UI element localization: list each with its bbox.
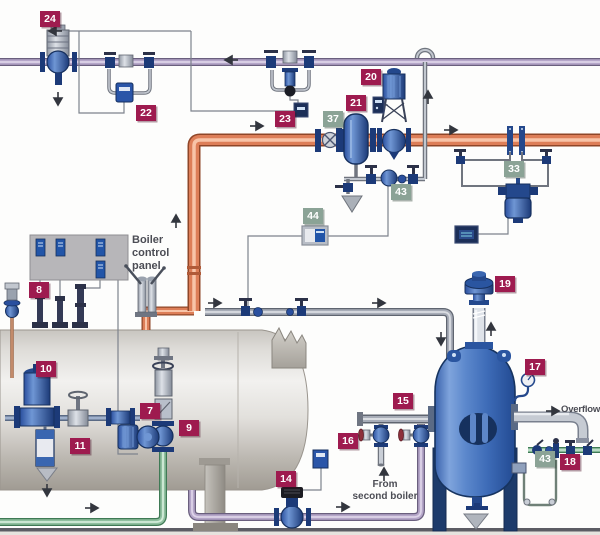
- badge-37: 37: [323, 111, 343, 127]
- boiler-control-panel: [29, 234, 129, 281]
- badge-15: 15: [393, 393, 413, 409]
- badge-19: 19: [495, 276, 515, 292]
- badge-43-cooling: 43: [535, 451, 555, 467]
- floor: [0, 528, 600, 535]
- flow-display: [454, 225, 479, 244]
- badge-7: 7: [140, 403, 160, 419]
- bypass-station-22: [104, 52, 155, 103]
- panel-label-line2: control: [132, 247, 170, 259]
- from-second-boiler-line1: From: [372, 479, 398, 490]
- badge-8: 8: [29, 282, 49, 298]
- blowdown-manifold: [357, 406, 439, 467]
- from-second-boiler-line2: second boiler: [352, 490, 418, 502]
- flow-arrows: [41, 25, 561, 514]
- badge-11: 11: [70, 438, 90, 454]
- badge-23: 23: [275, 111, 295, 127]
- feedwater-pipe: [0, 448, 167, 526]
- badge-33: 33: [504, 161, 524, 177]
- badge-9: 9: [179, 420, 199, 436]
- blowdown-line-valves: [239, 298, 308, 317]
- steam-pipe: [141, 133, 600, 330]
- badge-10: 10: [36, 361, 56, 377]
- flow-meter-33: [454, 126, 552, 223]
- separator-21: [336, 113, 376, 165]
- boiler-blowdown-line: [205, 308, 454, 412]
- tds-blowdown-valve-10: [5, 364, 140, 428]
- panel-controller-modules: [35, 238, 106, 279]
- safety-valve: [124, 264, 166, 317]
- control-valve-20: [372, 68, 411, 160]
- bottom-blowdown-valve-14: [274, 449, 329, 529]
- valve-station-24: [40, 24, 77, 85]
- badge-16: 16: [338, 433, 358, 449]
- pressure-gauge-17: [513, 372, 536, 402]
- blowdown-vessel: [434, 342, 516, 498]
- panel-label-line1: Boiler: [132, 234, 164, 246]
- badge-21: 21: [346, 95, 366, 111]
- vessel-drain: [462, 497, 490, 530]
- cooling-water-line: [511, 438, 600, 507]
- sample-cooler-11: [35, 426, 59, 482]
- badge-22: 22: [136, 105, 156, 121]
- feedwater-valve-group: [117, 347, 174, 452]
- overflow-pipe: [511, 404, 589, 443]
- steam-trap-set-43: [335, 165, 419, 213]
- gauge-sample-valve: [3, 282, 21, 378]
- flue-duct: [271, 326, 307, 369]
- badge-20: 20: [361, 69, 381, 85]
- boiler-support-pedestal: [193, 458, 238, 531]
- display-unit-44: [301, 225, 329, 246]
- badge-44: 44: [303, 208, 323, 224]
- check-valve-37: [315, 129, 345, 152]
- badge-43-trap: 43: [391, 184, 411, 200]
- badge-24: 24: [40, 11, 60, 27]
- bypass-station-23: [264, 50, 316, 118]
- panel-label-line3: panel: [132, 260, 161, 272]
- vent-head-19: [464, 271, 494, 305]
- vent-pipe: [472, 308, 486, 346]
- from-second-boiler-label: From second boiler: [335, 479, 435, 502]
- boiler-control-panel-label: Boiler control panel: [132, 234, 169, 273]
- badge-17: 17: [525, 359, 545, 375]
- badge-18: 18: [560, 454, 580, 470]
- overflow-label: Overflow: [561, 404, 600, 415]
- badge-14: 14: [276, 471, 296, 487]
